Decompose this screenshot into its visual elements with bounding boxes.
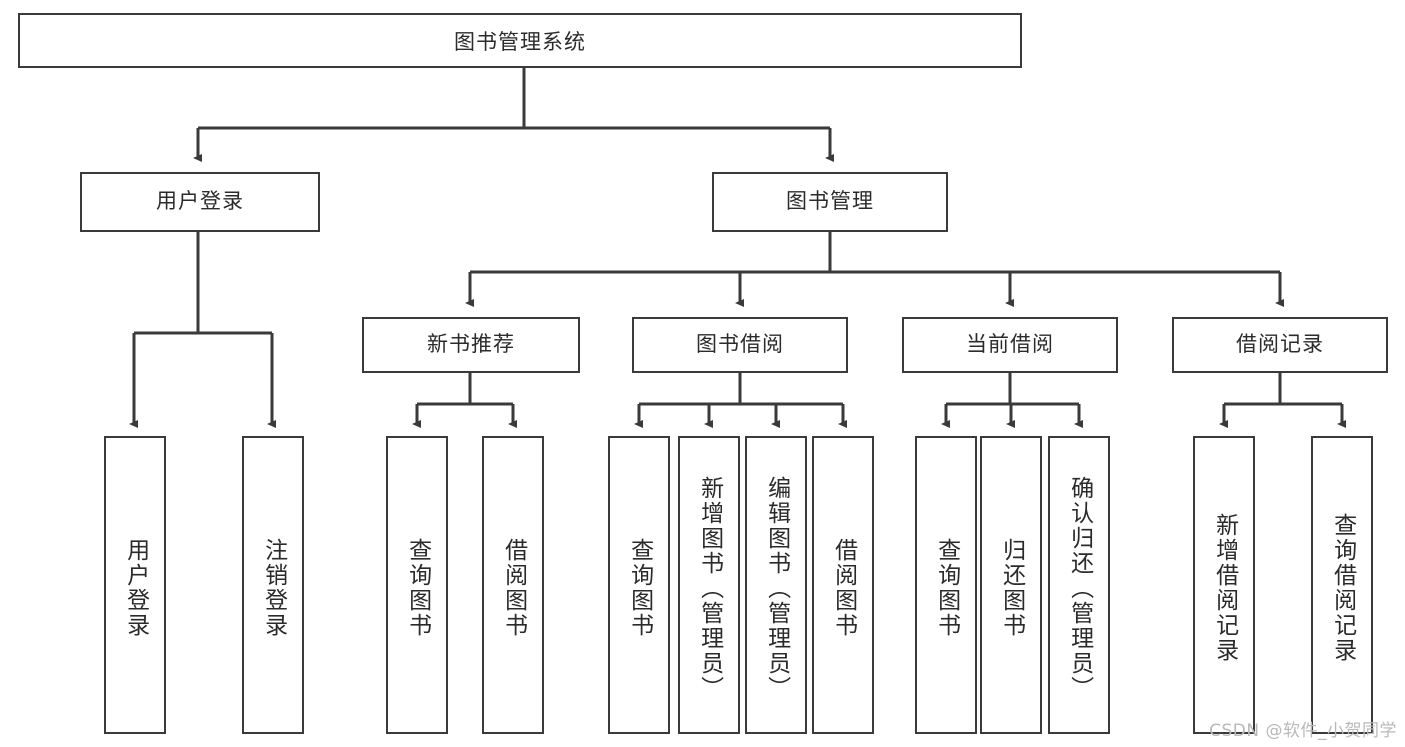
node-label: 编辑图书（管理员）: [763, 475, 790, 701]
leaf-book-borrow-query[interactable]: 查询图书: [608, 436, 670, 734]
leaf-book-borrow-add[interactable]: 新增图书（管理员）: [678, 436, 740, 734]
node-book-management[interactable]: 图书管理: [712, 172, 948, 232]
node-label: 图书管理: [786, 189, 874, 214]
leaf-current-borrow-confirm[interactable]: 确认归还（管理员）: [1048, 436, 1110, 734]
leaf-user-login-logout[interactable]: 注销登录: [242, 436, 304, 734]
leaf-new-book-query[interactable]: 查询图书: [386, 436, 448, 734]
node-label: 借阅图书: [830, 538, 857, 638]
node-new-book-recommend[interactable]: 新书推荐: [362, 317, 580, 373]
node-label: 归还图书: [998, 538, 1025, 638]
node-label: 借阅图书: [500, 538, 527, 638]
leaf-book-borrow-edit[interactable]: 编辑图书（管理员）: [745, 436, 807, 734]
node-label: 新书推荐: [427, 332, 515, 357]
node-label: 新增图书（管理员）: [696, 475, 723, 701]
csdn-watermark: CSDN @软件_小贺同学: [1209, 721, 1397, 741]
node-label: 注销登录: [260, 538, 287, 638]
leaf-current-borrow-query[interactable]: 查询图书: [915, 436, 977, 734]
node-label: 确认归还（管理员）: [1066, 475, 1093, 701]
leaf-new-book-borrow[interactable]: 借阅图书: [482, 436, 544, 734]
node-label: 用户登录: [156, 189, 244, 214]
node-label: 图书借阅: [696, 332, 784, 357]
node-label: 查询借阅记录: [1329, 513, 1356, 663]
node-label: 借阅记录: [1236, 332, 1324, 357]
node-label: 查询图书: [933, 538, 960, 638]
node-label: 用户登录: [122, 538, 149, 638]
leaf-book-borrow-borrow[interactable]: 借阅图书: [812, 436, 874, 734]
leaf-borrow-record-add[interactable]: 新增借阅记录: [1193, 436, 1255, 734]
leaf-current-borrow-return[interactable]: 归还图书: [980, 436, 1042, 734]
leaf-user-login-login[interactable]: 用户登录: [104, 436, 166, 734]
node-borrow-record[interactable]: 借阅记录: [1172, 317, 1388, 373]
node-label: 当前借阅: [966, 332, 1054, 357]
node-current-borrow[interactable]: 当前借阅: [902, 317, 1118, 373]
node-label: 新增借阅记录: [1211, 513, 1238, 663]
leaf-borrow-record-query[interactable]: 查询借阅记录: [1311, 436, 1373, 734]
node-root-system[interactable]: 图书管理系统: [18, 13, 1022, 68]
node-user-login[interactable]: 用户登录: [80, 172, 320, 232]
node-label: 图书管理系统: [454, 29, 586, 54]
node-label: 查询图书: [404, 538, 431, 638]
node-label: 查询图书: [626, 538, 653, 638]
node-book-borrow[interactable]: 图书借阅: [632, 317, 848, 373]
